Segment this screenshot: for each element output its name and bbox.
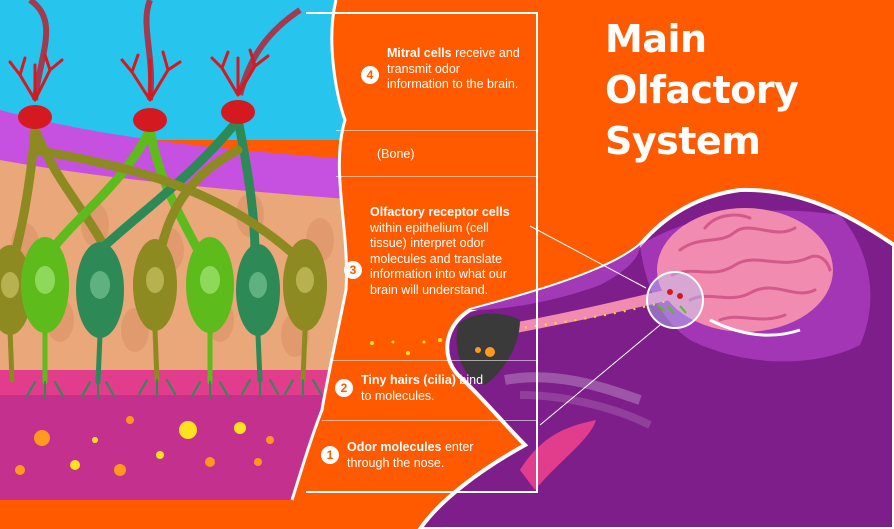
tongue: [520, 420, 596, 490]
step-title: Odor molecules: [347, 440, 442, 454]
mucus-layer: [0, 395, 347, 500]
step-receptor-cells: 3 Olfactory receptor cells within epithe…: [344, 205, 529, 298]
step-cilia: 2 Tiny hairs (cilia) bind to molecules.: [335, 373, 515, 404]
olfactory-bulb-layer: [0, 0, 347, 140]
step-description: bind to molecules.: [361, 373, 484, 403]
cilia: [26, 379, 322, 399]
title-line-3: System: [605, 119, 761, 163]
step-description: enter through the nose.: [347, 440, 474, 470]
title-line-2: Olfactory: [605, 68, 799, 112]
cross-section-panel: [0, 0, 349, 501]
mitral-cells: [8, 0, 302, 132]
divider: [322, 420, 536, 421]
step-number-3: 3: [344, 261, 362, 279]
divider: [330, 360, 536, 361]
bone-label: (Bone): [377, 147, 415, 161]
step-mitral-cells: 4 Mitral cells receive and transmit odor…: [361, 46, 521, 93]
step-odor-molecules: 1 Odor molecules enter through the nose.: [321, 440, 506, 471]
steps-frame: [306, 12, 538, 493]
divider: [336, 130, 536, 131]
olfactory-receptor-cells: [0, 237, 327, 338]
step-number-2: 2: [335, 379, 353, 397]
zoom-circle: [646, 271, 704, 329]
odor-molecules: [15, 416, 274, 476]
step-number-1: 1: [321, 446, 339, 464]
step-bone: (Bone): [377, 147, 517, 163]
step-number-4: 4: [361, 66, 379, 84]
page-title: Main Olfactory System: [605, 14, 885, 167]
step-description: receive and transmit odor information to…: [387, 46, 520, 91]
dog-head: [417, 187, 894, 529]
step-title: Tiny hairs (cilia): [361, 373, 456, 387]
step-title: Olfactory receptor cells: [370, 205, 510, 219]
title-line-1: Main: [605, 17, 707, 61]
divider: [336, 176, 536, 177]
step-description: within epithelium (cell tissue) interpre…: [370, 220, 507, 297]
step-title: Mitral cells: [387, 46, 452, 60]
brain-icon: [657, 208, 833, 337]
